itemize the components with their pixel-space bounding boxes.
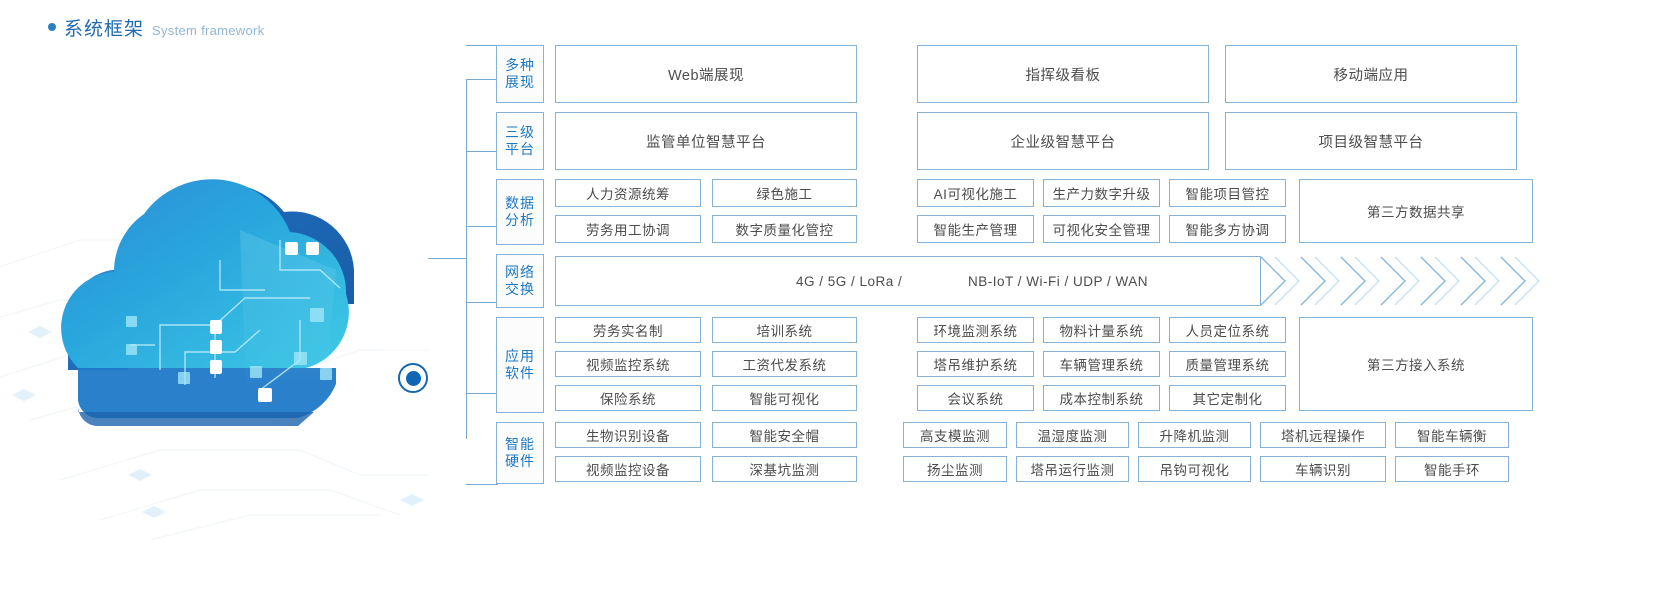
category-line-2: 平台	[505, 141, 535, 157]
cell-insurance-system[interactable]: 保险系统	[555, 385, 701, 411]
category-line-2: 分析	[505, 212, 535, 228]
cell-biometric-device[interactable]: 生物识别设备	[555, 422, 701, 448]
tree-branch-5	[466, 393, 498, 394]
cell-vehicle-recognition[interactable]: 车辆识别	[1260, 456, 1386, 482]
category-line-2: 软件	[505, 365, 535, 381]
network-band-text-2: NB-IoT / Wi-Fi / UDP / WAN	[968, 273, 1149, 289]
cell-smart-weighbridge[interactable]: 智能车辆衡	[1395, 422, 1509, 448]
row-platform: 三级 平台 监管单位智慧平台 企业级智慧平台 项目级智慧平台	[496, 112, 1559, 170]
connection-node-icon	[398, 363, 428, 393]
cell-temp-humidity-monitor[interactable]: 温湿度监测	[1016, 422, 1129, 448]
cell-high-formwork-monitor[interactable]: 高支模监测	[903, 422, 1007, 448]
cell-smart-multiparty[interactable]: 智能多方协调	[1169, 215, 1286, 243]
framework-rows: 多种 展现 Web端展现 指挥级看板 移动端应用 三级 平台 监管单位智慧平台 …	[496, 45, 1559, 493]
cell-training-system[interactable]: 培训系统	[712, 317, 857, 343]
category-line-1: 数据	[505, 194, 535, 211]
row-category-application: 应用 软件	[496, 317, 544, 413]
category-line-1: 应用	[505, 347, 535, 364]
category-line-2: 展现	[505, 74, 535, 90]
row-category-hardware: 智能 硬件	[496, 422, 544, 484]
cell-crane-remote-operation[interactable]: 塔机远程操作	[1260, 422, 1386, 448]
page-subtitle: System framework	[152, 23, 265, 38]
circuit-background-icon	[0, 224, 430, 540]
row-smart-hardware: 智能 硬件 生物识别设备 视频监控设备 智能安全帽 深基坑监测 高支模监测 扬尘…	[496, 422, 1559, 484]
cell-command-board[interactable]: 指挥级看板	[917, 45, 1209, 103]
cell-other-customization[interactable]: 其它定制化	[1169, 385, 1286, 411]
cloud-shape-icon	[61, 179, 354, 427]
cell-quality-mgmt-system[interactable]: 质量管理系统	[1169, 351, 1286, 377]
row-data-analysis: 数据 分析 人力资源统筹 劳务用工协调 绿色施工 数字质量化管控 AI可视化施工…	[496, 179, 1559, 245]
category-line-1: 多种	[505, 56, 535, 73]
cell-cost-control-system[interactable]: 成本控制系统	[1043, 385, 1160, 411]
cell-crane-maintenance-system[interactable]: 塔吊维护系统	[917, 351, 1034, 377]
cell-enterprise-platform[interactable]: 企业级智慧平台	[917, 112, 1209, 170]
cell-digital-quality-control[interactable]: 数字质量化管控	[712, 215, 857, 243]
row-category-display: 多种 展现	[496, 45, 544, 103]
cell-material-metering-system[interactable]: 物料计量系统	[1043, 317, 1160, 343]
row-display: 多种 展现 Web端展现 指挥级看板 移动端应用	[496, 45, 1559, 103]
tree-stem	[428, 258, 466, 259]
cell-green-construction[interactable]: 绿色施工	[712, 179, 857, 207]
bullet-dot-icon	[48, 23, 56, 31]
cell-env-monitor-system[interactable]: 环境监测系统	[917, 317, 1034, 343]
row-category-platform: 三级 平台	[496, 112, 544, 170]
network-arrow-strip	[1259, 256, 1559, 306]
tree-branch-4	[466, 302, 498, 303]
cell-deep-pit-monitor[interactable]: 深基坑监测	[712, 456, 857, 482]
cell-ai-visual-construction[interactable]: AI可视化施工	[917, 179, 1034, 207]
tree-branch-6	[466, 484, 498, 485]
category-line-1: 三级	[505, 123, 535, 140]
tree-branch-3	[466, 226, 498, 227]
cell-smart-helmet[interactable]: 智能安全帽	[712, 422, 857, 448]
cell-supervision-platform[interactable]: 监管单位智慧平台	[555, 112, 857, 170]
cell-video-monitor-device[interactable]: 视频监控设备	[555, 456, 701, 482]
page-header: 系统框架 System framework	[48, 14, 264, 41]
chevron-arrows-icon	[1260, 256, 1540, 306]
cell-web-display[interactable]: Web端展现	[555, 45, 857, 103]
category-line-1: 网络	[505, 263, 535, 280]
cell-third-party-access-system[interactable]: 第三方接入系统	[1299, 317, 1533, 411]
cell-elevator-monitor[interactable]: 升降机监测	[1138, 422, 1251, 448]
category-line-2: 硬件	[505, 453, 535, 469]
cell-visual-safety-mgmt[interactable]: 可视化安全管理	[1043, 215, 1160, 243]
tree-spine	[466, 79, 467, 439]
cell-dust-monitor[interactable]: 扬尘监测	[903, 456, 1007, 482]
row-category-network: 网络 交换	[496, 254, 544, 308]
cell-meeting-system[interactable]: 会议系统	[917, 385, 1034, 411]
cell-hook-visualization[interactable]: 吊钩可视化	[1138, 456, 1251, 482]
row-category-data-analysis: 数据 分析	[496, 179, 544, 245]
cell-smart-project-control[interactable]: 智能项目管控	[1169, 179, 1286, 207]
cell-personnel-location-system[interactable]: 人员定位系统	[1169, 317, 1286, 343]
cell-video-monitor-system[interactable]: 视频监控系统	[555, 351, 701, 377]
tree-branch-2	[466, 151, 498, 152]
cell-payroll-system[interactable]: 工资代发系统	[712, 351, 857, 377]
cell-mobile-app[interactable]: 移动端应用	[1225, 45, 1517, 103]
cell-smart-production-mgmt[interactable]: 智能生产管理	[917, 215, 1034, 243]
cell-productivity-upgrade[interactable]: 生产力数字升级	[1043, 179, 1160, 207]
cell-project-platform[interactable]: 项目级智慧平台	[1225, 112, 1517, 170]
category-line-1: 智能	[505, 435, 535, 452]
cell-smart-visualization[interactable]: 智能可视化	[712, 385, 857, 411]
network-band-text-1: 4G / 5G / LoRa /	[796, 273, 903, 289]
cell-labor-realname[interactable]: 劳务实名制	[555, 317, 701, 343]
cell-vehicle-mgmt-system[interactable]: 车辆管理系统	[1043, 351, 1160, 377]
connector-tree	[428, 45, 498, 520]
cloud-computing-illustration	[0, 120, 470, 540]
cell-hr-planning[interactable]: 人力资源统筹	[555, 179, 701, 207]
row-network-exchange: 网络 交换 4G / 5G / LoRa / NB-IoT / Wi-Fi / …	[496, 254, 1559, 308]
page-title: 系统框架	[64, 19, 145, 40]
row-application-software: 应用 软件 劳务实名制 视频监控系统 保险系统 培训系统 工资代发系统 智能可视…	[496, 317, 1559, 413]
category-line-2: 交换	[505, 281, 535, 297]
cell-labor-coordination[interactable]: 劳务用工协调	[555, 215, 701, 243]
cell-smart-wristband[interactable]: 智能手环	[1395, 456, 1509, 482]
tree-branch-1	[466, 79, 498, 80]
cell-network-band[interactable]: 4G / 5G / LoRa / NB-IoT / Wi-Fi / UDP / …	[555, 256, 1261, 306]
cell-crane-operation-monitor[interactable]: 塔吊运行监测	[1016, 456, 1129, 482]
cell-third-party-data-sharing[interactable]: 第三方数据共享	[1299, 179, 1533, 243]
